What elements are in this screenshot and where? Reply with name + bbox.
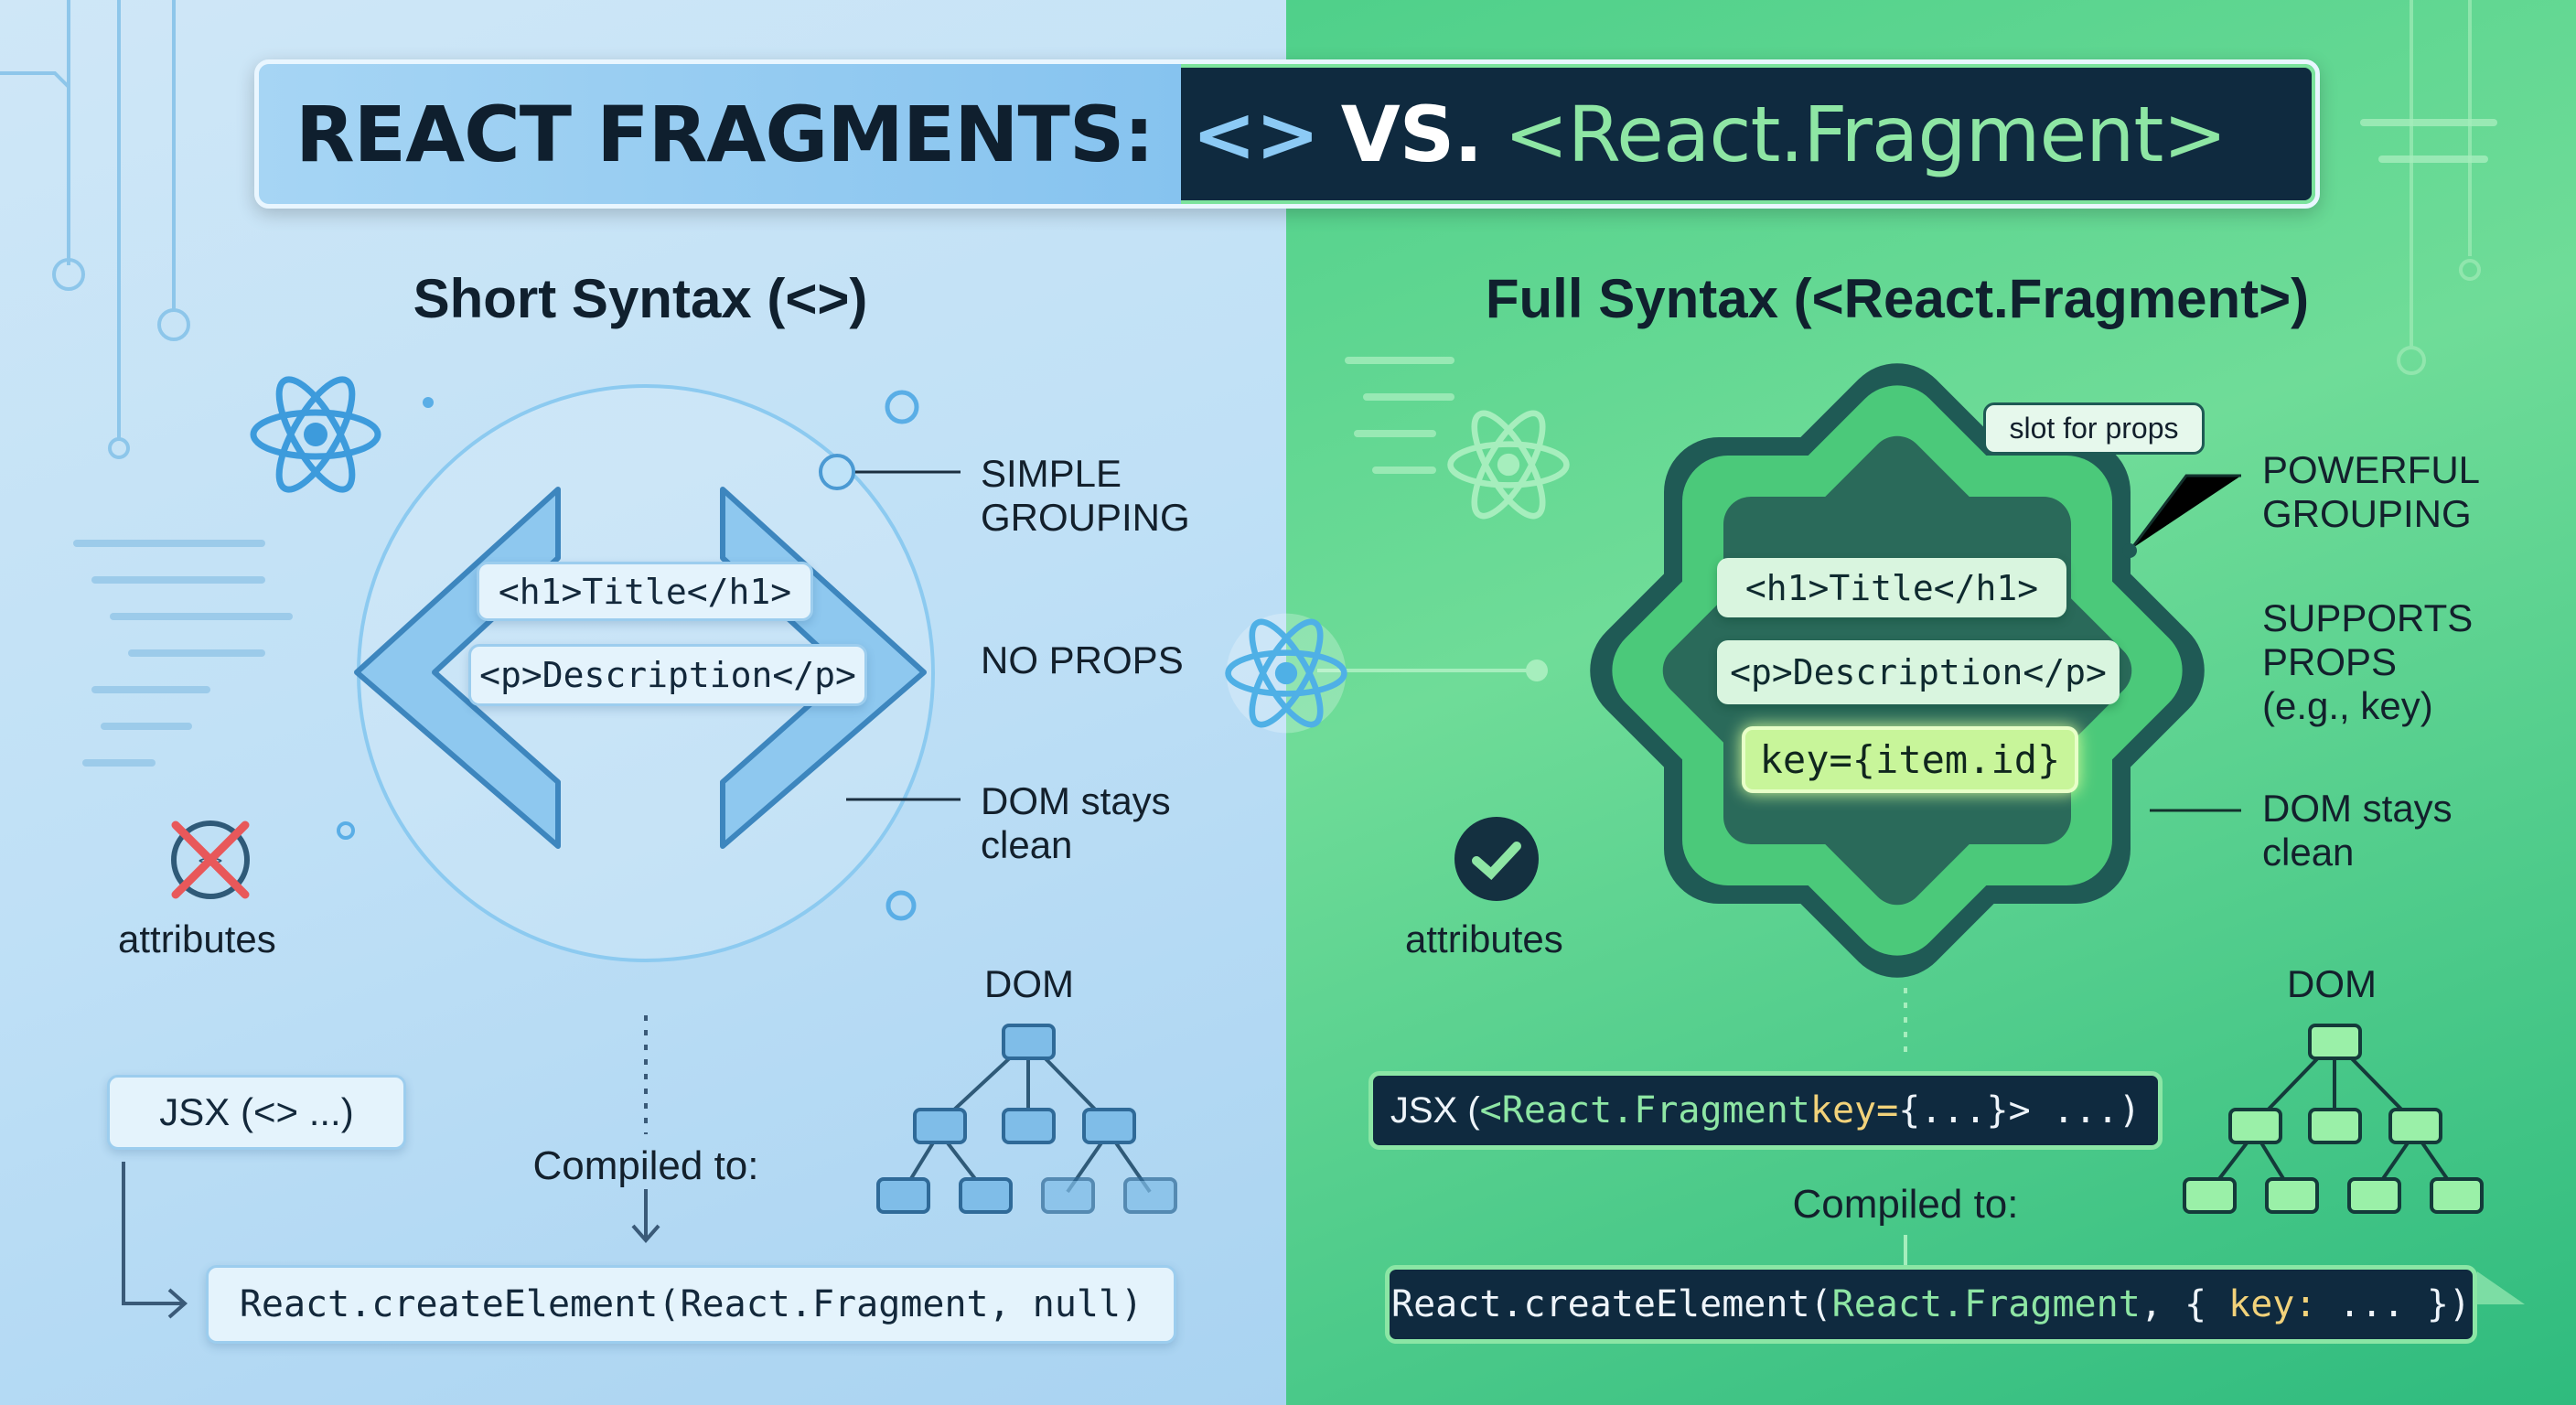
react-atom-icon	[250, 376, 381, 493]
label-line: clean	[2262, 831, 2355, 874]
title-text: REACT FRAGMENTS:	[295, 89, 1154, 179]
label-line: clean	[981, 823, 1073, 866]
compiled-fn: React.createElement(	[1390, 1283, 1832, 1325]
react-atom-center-icon	[1225, 613, 1347, 734]
attributes-label-left: attributes	[118, 917, 276, 960]
code-line-h1: <h1>Title</h1>	[477, 562, 813, 621]
title-vs: VS.	[1340, 89, 1483, 179]
attributes-label-right: attributes	[1405, 917, 1563, 960]
label-line: DOM stays	[2262, 787, 2453, 830]
compiled-rest: ... })	[2316, 1283, 2472, 1325]
jsx-prefix: JSX (	[1390, 1089, 1480, 1131]
label-no-props: NO PROPS	[981, 638, 1184, 681]
label-line: SIMPLE	[981, 452, 1122, 495]
code-line-h1-green: <h1>Title</h1>	[1717, 558, 2066, 617]
compiled-label-left: Compiled to:	[532, 1143, 759, 1188]
jsx-full-box: JSX (<React.Fragment key={...}> ...)	[1368, 1071, 2163, 1150]
compiled-label-right: Compiled to:	[1792, 1182, 2019, 1227]
label-line: GROUPING	[981, 496, 1190, 539]
label-line: SUPPORTS	[2262, 596, 2474, 639]
slot-for-props-bubble: slot for props	[1983, 402, 2205, 455]
compiled-arg: React.Fragment	[1831, 1283, 2141, 1325]
label-line: PROPS	[2262, 640, 2398, 683]
compiled-key: key:	[2228, 1283, 2317, 1325]
label-line: (e.g., key)	[2262, 684, 2433, 727]
title-short-syntax: <>	[1192, 89, 1320, 179]
left-heading: Short Syntax (<>)	[413, 268, 868, 329]
jsx-rest: {...}> ...)	[1898, 1089, 2141, 1132]
code-line-p-green: <p>Description</p>	[1717, 640, 2120, 704]
compiled-sep: , {	[2140, 1283, 2229, 1325]
no-attributes-crossed-icon: <>	[171, 820, 250, 899]
code-line-p: <p>Description</p>	[468, 644, 867, 706]
dom-label-right: DOM	[2287, 962, 2377, 1005]
compiled-output-left: React.createElement(React.Fragment, null…	[206, 1265, 1176, 1344]
title-banner: REACT FRAGMENTS: <> VS. <React.Fragment>	[254, 59, 2320, 209]
label-line: GROUPING	[2262, 492, 2472, 535]
react-atom-green-icon	[1447, 410, 1570, 520]
code-key-prop: key={item.id}	[1742, 726, 2078, 793]
label-line: DOM stays	[981, 779, 1171, 822]
jsx-short-box: JSX (<> ...)	[107, 1075, 406, 1150]
dom-tree-icon-left	[876, 1024, 1177, 1214]
dom-tree-icon-right	[2183, 1024, 2484, 1214]
label-line: POWERFUL	[2262, 448, 2481, 491]
right-heading: Full Syntax (<React.Fragment>)	[1485, 268, 2310, 329]
title-full-syntax: <React.Fragment>	[1504, 89, 2227, 179]
check-icon	[1454, 817, 1539, 901]
dom-label-left: DOM	[984, 962, 1074, 1005]
jsx-tag: <React.Fragment	[1479, 1089, 1810, 1132]
compiled-output-right: React.createElement(React.Fragment, { ke…	[1385, 1265, 2477, 1344]
jsx-key: key=	[1809, 1089, 1899, 1132]
